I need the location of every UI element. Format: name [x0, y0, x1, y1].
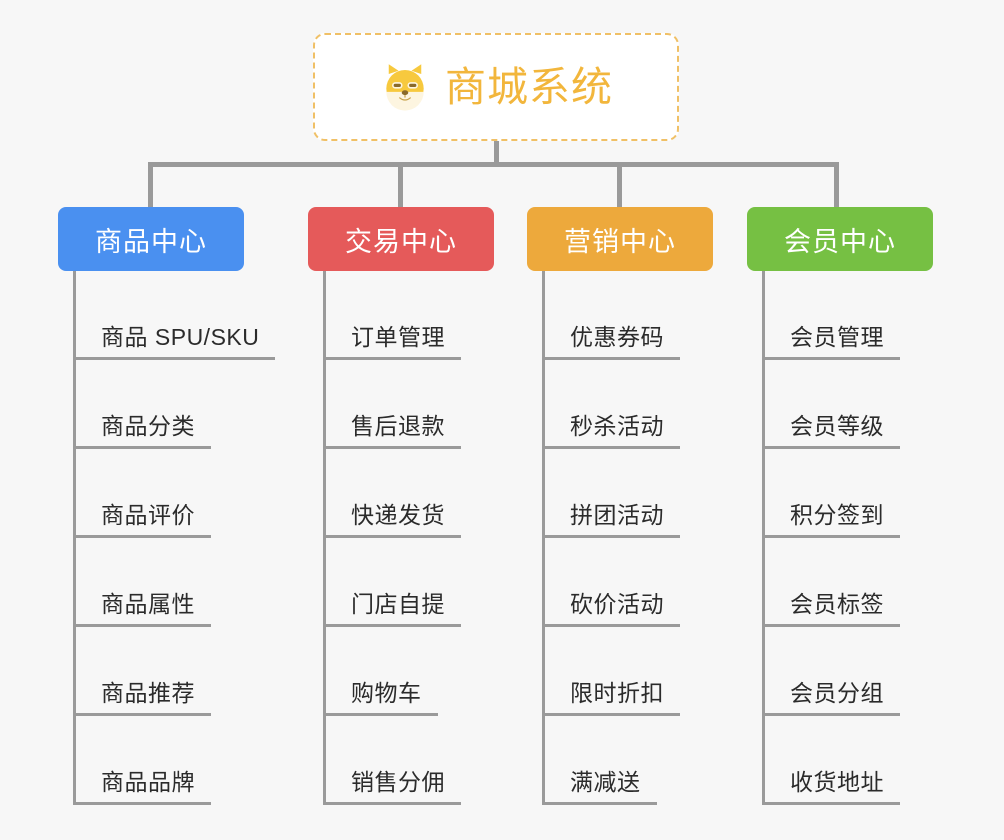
category-column-product-center: 商品中心 商品 SPU/SKU 商品分类 商品评价 商品属性 商品推荐 商品品牌 — [58, 207, 276, 805]
feature-list: 优惠券码 秒杀活动 拼团活动 砍价活动 限时折扣 满减送 — [527, 271, 713, 805]
feature-label: 会员管理 — [762, 323, 900, 360]
feature-label: 拼团活动 — [542, 501, 680, 538]
column-spine — [73, 271, 76, 805]
list-item[interactable]: 商品品牌 — [73, 716, 244, 805]
connector-drop-1 — [148, 162, 153, 208]
category-body: 订单管理 售后退款 快递发货 门店自提 购物车 销售分佣 — [308, 271, 494, 805]
list-item[interactable]: 会员等级 — [762, 360, 933, 449]
column-spine — [762, 271, 765, 805]
root-node-title: 商城系统 — [445, 63, 613, 110]
feature-label: 满减送 — [542, 768, 657, 805]
list-item[interactable]: 砍价活动 — [542, 538, 713, 627]
feature-label: 会员分组 — [762, 679, 900, 716]
category-header-label: 商品中心 — [95, 226, 207, 257]
category-header-product-center[interactable]: 商品中心 — [58, 207, 244, 271]
feature-label: 收货地址 — [762, 768, 900, 805]
feature-list: 商品 SPU/SKU 商品分类 商品评价 商品属性 商品推荐 商品品牌 — [58, 271, 276, 805]
feature-list: 订单管理 售后退款 快递发货 门店自提 购物车 销售分佣 — [308, 271, 494, 805]
category-header-label: 会员中心 — [784, 226, 896, 257]
feature-label: 商品属性 — [73, 590, 211, 627]
feature-label: 购物车 — [323, 679, 438, 716]
category-body: 商品 SPU/SKU 商品分类 商品评价 商品属性 商品推荐 商品品牌 — [58, 271, 276, 805]
feature-label: 商品 SPU/SKU — [73, 323, 276, 360]
category-column-member-center: 会员中心 会员管理 会员等级 积分签到 会员标签 会员分组 收货地址 — [747, 207, 933, 805]
list-item[interactable]: 快递发货 — [323, 449, 494, 538]
category-header-label: 交易中心 — [345, 226, 457, 257]
list-item[interactable]: 商品分类 — [73, 360, 244, 449]
list-item[interactable]: 限时折扣 — [542, 627, 713, 716]
column-spine — [323, 271, 326, 805]
list-item[interactable]: 订单管理 — [323, 271, 494, 360]
feature-label: 快递发货 — [323, 501, 461, 538]
feature-label: 商品分类 — [73, 412, 211, 449]
list-item[interactable]: 秒杀活动 — [542, 360, 713, 449]
column-spine — [542, 271, 545, 805]
list-item[interactable]: 优惠券码 — [542, 271, 713, 360]
category-column-marketing-center: 营销中心 优惠券码 秒杀活动 拼团活动 砍价活动 限时折扣 满减送 — [527, 207, 713, 805]
list-item[interactable]: 积分签到 — [762, 449, 933, 538]
category-column-trade-center: 交易中心 订单管理 售后退款 快递发货 门店自提 购物车 销售分佣 — [308, 207, 494, 805]
list-item[interactable]: 售后退款 — [323, 360, 494, 449]
list-item[interactable]: 门店自提 — [323, 538, 494, 627]
list-item[interactable]: 购物车 — [323, 627, 494, 716]
category-header-label: 营销中心 — [564, 226, 676, 257]
shiba-dog-face-icon — [379, 61, 431, 113]
category-header-trade-center[interactable]: 交易中心 — [308, 207, 494, 271]
list-item[interactable]: 满减送 — [542, 716, 713, 805]
list-item[interactable]: 商品属性 — [73, 538, 244, 627]
feature-label: 订单管理 — [323, 323, 461, 360]
feature-label: 秒杀活动 — [542, 412, 680, 449]
feature-label: 砍价活动 — [542, 590, 680, 627]
feature-label: 积分签到 — [762, 501, 900, 538]
feature-label: 商品评价 — [73, 501, 211, 538]
root-node-mall-system[interactable]: 商城系统 — [313, 33, 679, 141]
connector-drop-3 — [617, 162, 622, 208]
feature-label: 售后退款 — [323, 412, 461, 449]
list-item[interactable]: 收货地址 — [762, 716, 933, 805]
feature-label: 会员等级 — [762, 412, 900, 449]
feature-label: 商品推荐 — [73, 679, 211, 716]
connector-drop-4 — [834, 162, 839, 208]
connector-root-stem — [494, 141, 499, 165]
list-item[interactable]: 商品评价 — [73, 449, 244, 538]
list-item[interactable]: 会员标签 — [762, 538, 933, 627]
feature-label: 商品品牌 — [73, 768, 211, 805]
feature-list: 会员管理 会员等级 积分签到 会员标签 会员分组 收货地址 — [747, 271, 933, 805]
list-item[interactable]: 会员管理 — [762, 271, 933, 360]
list-item[interactable]: 销售分佣 — [323, 716, 494, 805]
category-header-marketing-center[interactable]: 营销中心 — [527, 207, 713, 271]
feature-label: 限时折扣 — [542, 679, 680, 716]
category-body: 会员管理 会员等级 积分签到 会员标签 会员分组 收货地址 — [747, 271, 933, 805]
list-item[interactable]: 拼团活动 — [542, 449, 713, 538]
list-item[interactable]: 商品 SPU/SKU — [73, 271, 276, 360]
category-columns: 商品中心 商品 SPU/SKU 商品分类 商品评价 商品属性 商品推荐 商品品牌… — [0, 207, 1004, 840]
feature-label: 销售分佣 — [323, 768, 461, 805]
list-item[interactable]: 商品推荐 — [73, 627, 244, 716]
connector-horizontal-bus — [148, 162, 839, 167]
feature-label: 门店自提 — [323, 590, 461, 627]
list-item[interactable]: 会员分组 — [762, 627, 933, 716]
category-header-member-center[interactable]: 会员中心 — [747, 207, 933, 271]
feature-label: 会员标签 — [762, 590, 900, 627]
connector-drop-2 — [398, 162, 403, 208]
feature-label: 优惠券码 — [542, 323, 680, 360]
category-body: 优惠券码 秒杀活动 拼团活动 砍价活动 限时折扣 满减送 — [527, 271, 713, 805]
